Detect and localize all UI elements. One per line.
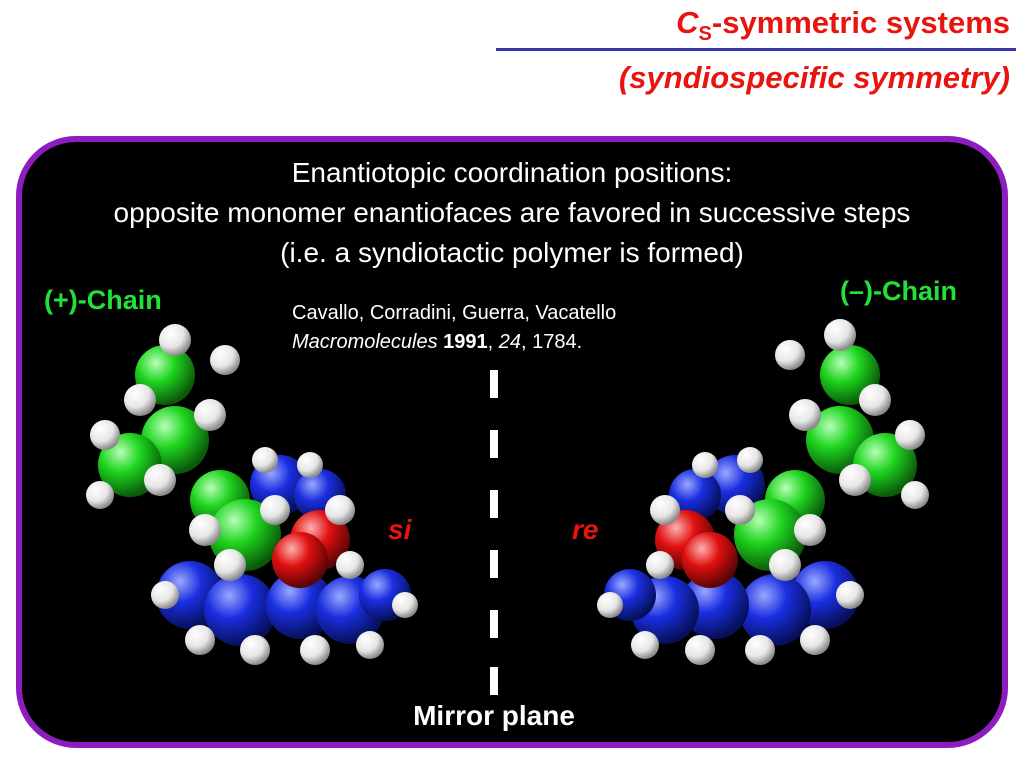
re-face-label: re [572,514,599,545]
slide-title: CS-symmetric systems (syndiospecific sym… [619,6,1010,95]
heading-line-2: opposite monomer enantiofaces are favore… [113,197,911,228]
mirror-dash [490,550,498,578]
title-line-2: (syndiospecific symmetry) [618,60,1010,96]
citation: Cavallo, Corradini, Guerra, Vacatello Ma… [292,299,616,357]
title-underline [496,48,1016,51]
mirror-dash [490,430,498,458]
heading-line-1: Enantiotopic coordination positions: [291,157,733,188]
left-red-monomer [272,510,350,588]
panel-heading: Enantiotopic coordination positions: opp… [0,153,1024,273]
citation-comma: , [487,331,494,353]
title-cs-symbol: C [676,5,699,40]
right-molecule-model [597,319,929,665]
citation-volume: 24 [498,331,522,353]
citation-year: 1991 [443,331,488,353]
left-hydrogen-atoms [86,324,418,665]
mirror-dash [490,490,498,518]
plus-chain-label: (+)-Chain [44,285,162,315]
left-molecule-model [86,324,418,665]
title-line-1: CS-symmetric systems [676,5,1010,46]
citation-reference: Macromolecules 1991, 24, 1784. [292,328,616,357]
right-red-monomer [655,510,738,588]
heading-line-3: (i.e. a syndiotactic polymer is formed) [280,237,744,268]
mirror-dash [490,610,498,638]
title-cs-subscript: S [698,23,712,46]
mirror-dash [490,370,498,398]
citation-authors: Cavallo, Corradini, Guerra, Vacatello [292,302,617,324]
minus-chain-label: (–)-Chain [840,276,957,306]
mirror-plane-label: Mirror plane [413,700,575,731]
mirror-plane-line [488,370,500,695]
title-line-1-rest: -symmetric systems [711,5,1010,40]
si-face-label: si [388,514,412,545]
mirror-dash [490,667,498,695]
citation-journal: Macromolecules [292,331,438,353]
right-hydrogen-atoms [597,319,929,665]
citation-pages: , 1784. [521,331,583,353]
